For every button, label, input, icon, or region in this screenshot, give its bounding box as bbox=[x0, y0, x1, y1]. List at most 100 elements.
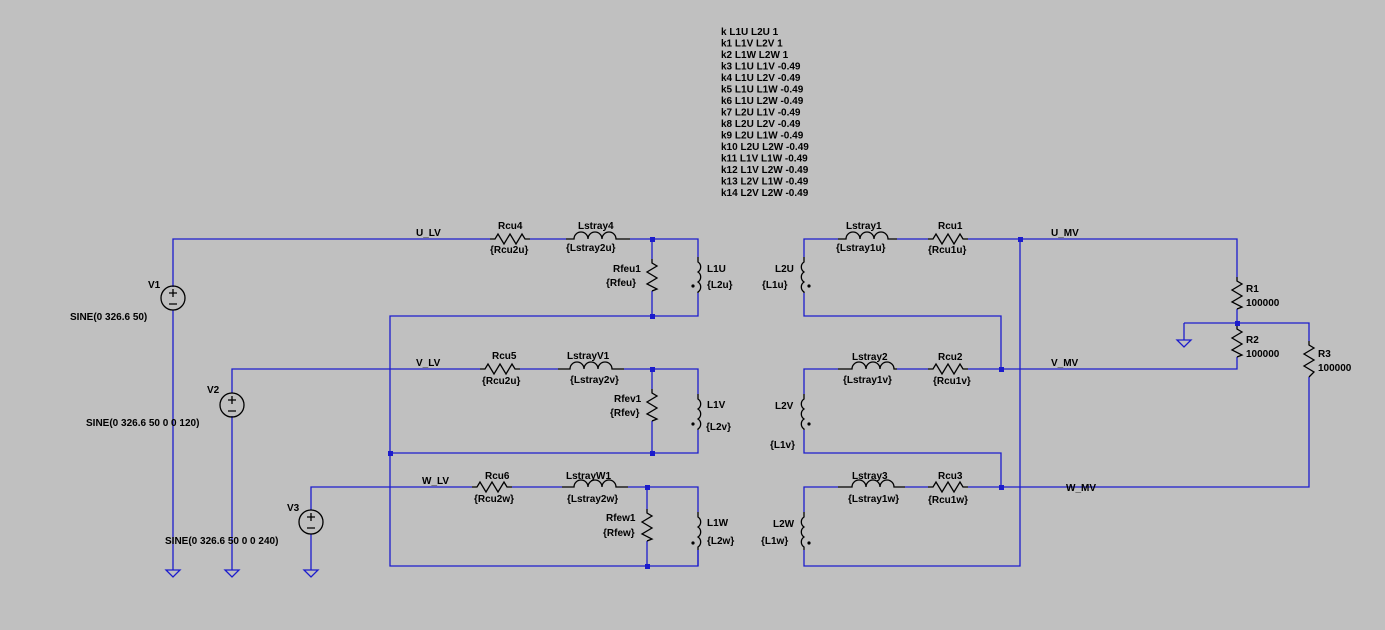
label-r2-name: R2 bbox=[1246, 335, 1259, 346]
resistor-rfeu1[interactable] bbox=[645, 259, 659, 292]
label-l1w-name: L1W bbox=[707, 518, 729, 529]
label-r2-value: 100000 bbox=[1246, 349, 1280, 360]
inductor-l2w[interactable] bbox=[800, 512, 811, 550]
label-rfew1-name: Rfew1 bbox=[606, 513, 636, 524]
label-rcu6-value: {Rcu2w} bbox=[474, 494, 514, 505]
label-l1u-value: {L2u} bbox=[707, 280, 733, 291]
spice-directive-line[interactable]: k10 L2U L2W -0.49 bbox=[721, 142, 809, 153]
spice-directive-line[interactable]: k1 L1V L2V 1 bbox=[721, 39, 783, 50]
label-rcu6-name: Rcu6 bbox=[485, 471, 510, 482]
resistor-rcu5[interactable] bbox=[480, 362, 520, 376]
label-r1-name: R1 bbox=[1246, 284, 1259, 295]
label-rcu4-value: {Rcu2u} bbox=[490, 245, 528, 256]
label-lstrayv1-name: LstrayV1 bbox=[567, 351, 610, 362]
label-rfew1-value: {Rfew} bbox=[603, 528, 635, 539]
label-rcu5-name: Rcu5 bbox=[492, 351, 517, 362]
source-name-v1: V1 bbox=[148, 280, 161, 291]
label-l2v-name: L2V bbox=[775, 401, 794, 412]
spice-directive-line[interactable]: k L1U L2U 1 bbox=[721, 27, 779, 38]
source-value-v2: SINE(0 326.6 50 0 0 120) bbox=[86, 418, 199, 429]
label-lstrayv1-value: {Lstray2v} bbox=[570, 375, 619, 386]
voltage-source-v2[interactable] bbox=[219, 392, 245, 418]
spice-directive-line[interactable]: k7 L2U L1V -0.49 bbox=[721, 108, 801, 119]
label-rcu1-name: Rcu1 bbox=[938, 221, 963, 232]
label-lstrayw1-name: LstrayW1 bbox=[566, 471, 611, 482]
resistor-r1[interactable] bbox=[1230, 277, 1244, 310]
ground-symbol-v1[interactable] bbox=[165, 565, 181, 578]
resistor-rcu2[interactable] bbox=[928, 362, 968, 376]
spice-directives[interactable]: k L1U L2U 1k1 L1V L2V 1k2 L1W L2W 1k3 L1… bbox=[721, 27, 809, 199]
net-label-w-lv: W_LV bbox=[422, 476, 449, 487]
spice-directive-line[interactable]: k4 L1U L2V -0.49 bbox=[721, 73, 801, 84]
source-name-v2: V2 bbox=[207, 385, 220, 396]
label-lstray3-name: Lstray3 bbox=[852, 471, 888, 482]
label-r3-name: R3 bbox=[1318, 349, 1331, 360]
inductor-l2u[interactable] bbox=[800, 257, 811, 293]
spice-directive-line[interactable]: k5 L1U L1W -0.49 bbox=[721, 85, 804, 96]
label-l1v-name: L1V bbox=[707, 400, 726, 411]
junction-dots bbox=[388, 237, 1240, 569]
net-label-v-mv: V_MV bbox=[1051, 358, 1079, 369]
spice-directive-line[interactable]: k11 L1V L1W -0.49 bbox=[721, 154, 808, 165]
inductor-lstrayw1[interactable] bbox=[562, 479, 628, 488]
label-r3-value: 100000 bbox=[1318, 363, 1352, 374]
inductor-lstray2[interactable] bbox=[838, 361, 897, 370]
inductor-lstray4[interactable] bbox=[566, 231, 630, 240]
label-lstray4-value: {Lstray2u} bbox=[566, 243, 616, 254]
spice-directive-line[interactable]: k3 L1U L1V -0.49 bbox=[721, 62, 801, 73]
label-rcu2-name: Rcu2 bbox=[938, 352, 963, 363]
label-l2w-name: L2W bbox=[773, 519, 795, 530]
label-lstray2-name: Lstray2 bbox=[852, 352, 888, 363]
label-rfeu1-value: {Rfeu} bbox=[606, 278, 636, 289]
source-name-v3: V3 bbox=[287, 503, 300, 514]
spice-directive-line[interactable]: k9 L2U L1W -0.49 bbox=[721, 131, 804, 142]
label-rfeu1-name: Rfeu1 bbox=[613, 264, 641, 275]
inductor-lstrayv1[interactable] bbox=[558, 361, 624, 370]
source-value-v3: SINE(0 326.6 50 0 0 240) bbox=[165, 536, 278, 547]
resistor-rcu3[interactable] bbox=[928, 480, 968, 494]
label-rcu5-value: {Rcu2u} bbox=[482, 376, 520, 387]
label-lstray2-value: {Lstray1v} bbox=[843, 375, 892, 386]
voltage-source-v1[interactable] bbox=[160, 285, 186, 311]
resistor-r2[interactable] bbox=[1230, 325, 1244, 358]
resistor-rcu1[interactable] bbox=[928, 232, 968, 246]
voltage-source-v3[interactable] bbox=[298, 509, 324, 535]
spice-directive-line[interactable]: k8 L2U L2V -0.49 bbox=[721, 119, 801, 130]
net-label-v-lv: V_LV bbox=[416, 358, 441, 369]
resistor-rcu6[interactable] bbox=[472, 480, 512, 494]
label-rcu3-name: Rcu3 bbox=[938, 471, 963, 482]
inductor-l1w[interactable] bbox=[691, 512, 702, 550]
inductor-lstray3[interactable] bbox=[838, 479, 905, 488]
ground-symbol-v3[interactable] bbox=[303, 565, 319, 578]
inductor-l1v[interactable] bbox=[691, 394, 702, 430]
spice-directive-line[interactable]: k2 L1W L2W 1 bbox=[721, 50, 789, 61]
label-lstray1-value: {Lstray1u} bbox=[836, 243, 886, 254]
ground-symbol-star[interactable] bbox=[1176, 335, 1192, 348]
inductor-l1u[interactable] bbox=[691, 257, 702, 293]
label-lstray3-value: {Lstray1w} bbox=[848, 494, 899, 505]
resistor-rfew1[interactable] bbox=[640, 509, 654, 542]
label-r1-value: 100000 bbox=[1246, 298, 1280, 309]
inductor-l2v[interactable] bbox=[800, 394, 811, 430]
resistor-rfev1[interactable] bbox=[645, 389, 659, 422]
net-label-u-lv: U_LV bbox=[416, 228, 441, 239]
spice-directive-line[interactable]: k13 L2V L1W -0.49 bbox=[721, 177, 809, 188]
label-lstray4-name: Lstray4 bbox=[578, 221, 614, 232]
spice-directive-line[interactable]: k12 L1V L2W -0.49 bbox=[721, 165, 809, 176]
label-l2u-name: L2U bbox=[775, 264, 794, 275]
spice-directive-line[interactable]: k14 L2V L2W -0.49 bbox=[721, 188, 809, 199]
ground-symbol-v2[interactable] bbox=[224, 565, 240, 578]
net-label-w-mv: W_MV bbox=[1066, 483, 1096, 494]
label-rcu2-value: {Rcu1v} bbox=[933, 376, 971, 387]
source-value-v1: SINE(0 326.6 50) bbox=[70, 312, 147, 323]
wires bbox=[172, 238, 1310, 567]
spice-directive-line[interactable]: k6 L1U L2W -0.49 bbox=[721, 96, 804, 107]
resistor-r3[interactable] bbox=[1302, 341, 1316, 378]
resistor-rcu4[interactable] bbox=[490, 232, 530, 246]
label-rcu1-value: {Rcu1u} bbox=[928, 245, 966, 256]
inductor-lstray1[interactable] bbox=[838, 231, 897, 240]
label-l1u-name: L1U bbox=[707, 264, 726, 275]
label-l1v-value: {L2v} bbox=[706, 422, 731, 433]
net-label-u-mv: U_MV bbox=[1051, 228, 1079, 239]
